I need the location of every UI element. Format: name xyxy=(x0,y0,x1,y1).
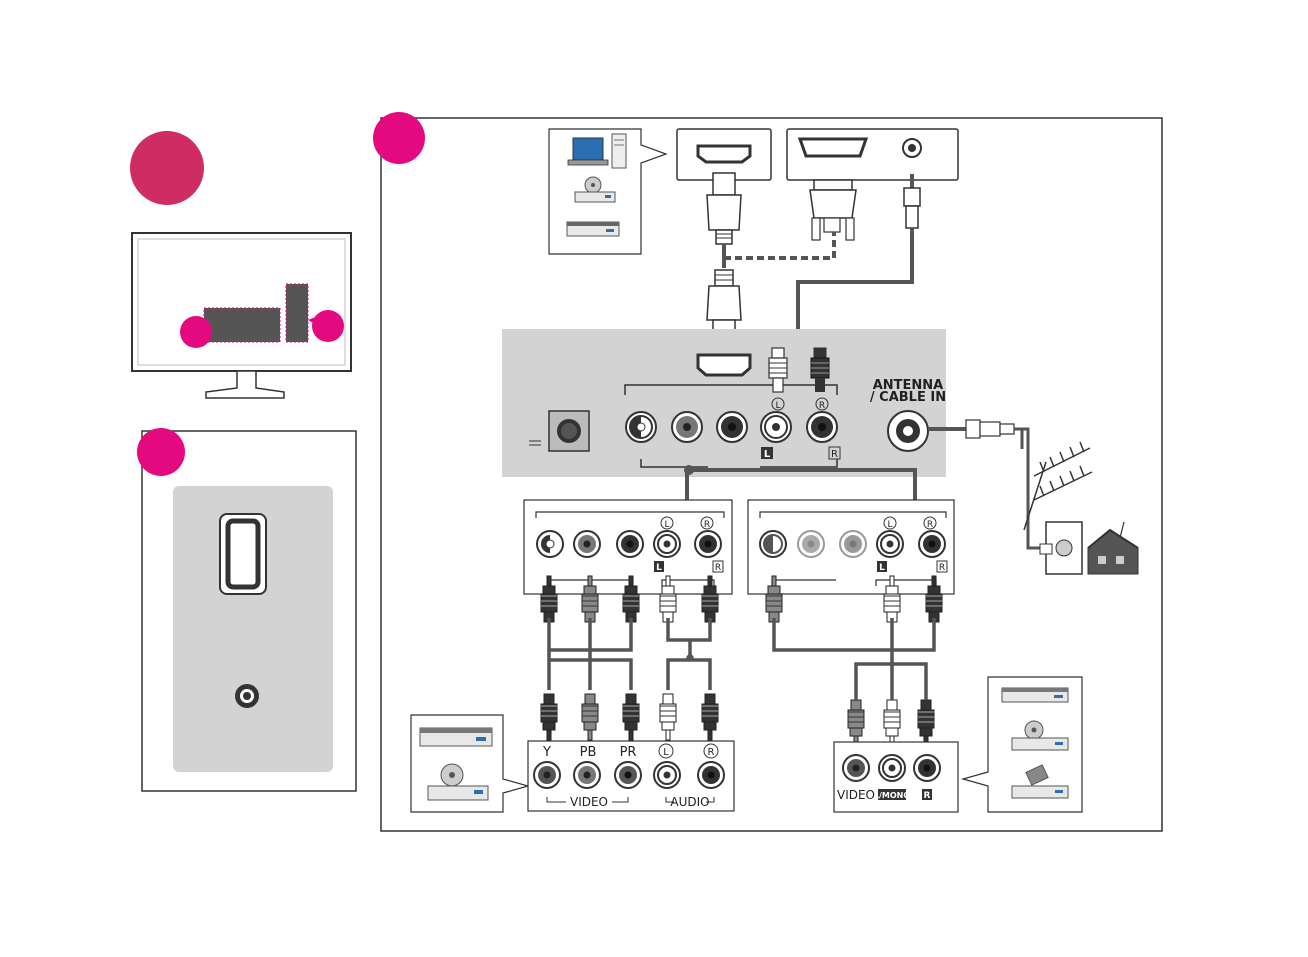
adapter1-r-mark: R xyxy=(715,563,721,573)
composite-lmono-label: L/MONO xyxy=(874,791,910,800)
composite-adapter-box: L R L R xyxy=(748,500,954,594)
wall-outlet-icon xyxy=(1040,522,1082,574)
composite-video-label: VIDEO xyxy=(837,788,875,802)
rear-port-area-highlight xyxy=(204,308,280,342)
dvi-cable-plug xyxy=(810,180,856,240)
dvi-audio-source-port xyxy=(787,129,958,180)
component-adapter-box: L R L R xyxy=(524,500,732,594)
panel-circled-l-label: L xyxy=(775,401,780,411)
component-r-label: R xyxy=(708,747,715,758)
usb-port-icon xyxy=(220,514,266,594)
callout-marker-right xyxy=(312,310,344,342)
desktop-tower-icon xyxy=(612,134,626,168)
side-panel-step-marker xyxy=(137,428,185,476)
set-top-box-icon xyxy=(420,728,492,746)
component-pr-label: PR xyxy=(620,745,637,760)
component-video-group-label: VIDEO xyxy=(570,795,608,809)
panel-hdmi-port xyxy=(698,355,750,375)
component-pb-label: PB xyxy=(580,745,597,760)
adapter2-l-mark: L xyxy=(879,563,885,573)
side-panel-box xyxy=(137,428,356,791)
laptop-icon xyxy=(568,138,608,165)
tv-illustration xyxy=(132,233,351,398)
component-source-panel: Y PB PR L R VIDEO AUDIO xyxy=(528,741,734,811)
main-step-marker xyxy=(373,112,425,164)
panel-circled-r-label: R xyxy=(819,401,825,411)
adapter2-circled-r: R xyxy=(927,520,933,530)
callout-marker-left xyxy=(180,316,212,348)
adapter1-circled-r: R xyxy=(704,520,710,530)
antenna-label-line2: / CABLE IN xyxy=(870,390,946,405)
adapter2-circled-l: L xyxy=(887,520,892,530)
composite-source-panel: VIDEO L/MONO R xyxy=(834,742,958,812)
adapter2-r-mark: R xyxy=(939,563,945,573)
set-top-box-icon xyxy=(1002,688,1068,702)
headphone-jack-icon xyxy=(235,684,259,708)
panel-l-mark: L xyxy=(764,449,771,460)
component-audio-group-label: AUDIO xyxy=(670,795,709,809)
component-l-label: L xyxy=(663,747,669,758)
panel-r-mark: R xyxy=(831,449,838,460)
set-top-box-icon xyxy=(567,222,619,236)
composite-r-label: R xyxy=(924,791,931,801)
step-marker-circle xyxy=(130,131,204,205)
component-y-label: Y xyxy=(542,745,551,760)
adapter1-l-mark: L xyxy=(656,563,662,573)
side-port-area-highlight xyxy=(286,284,308,342)
adapter1-circled-l: L xyxy=(664,520,669,530)
